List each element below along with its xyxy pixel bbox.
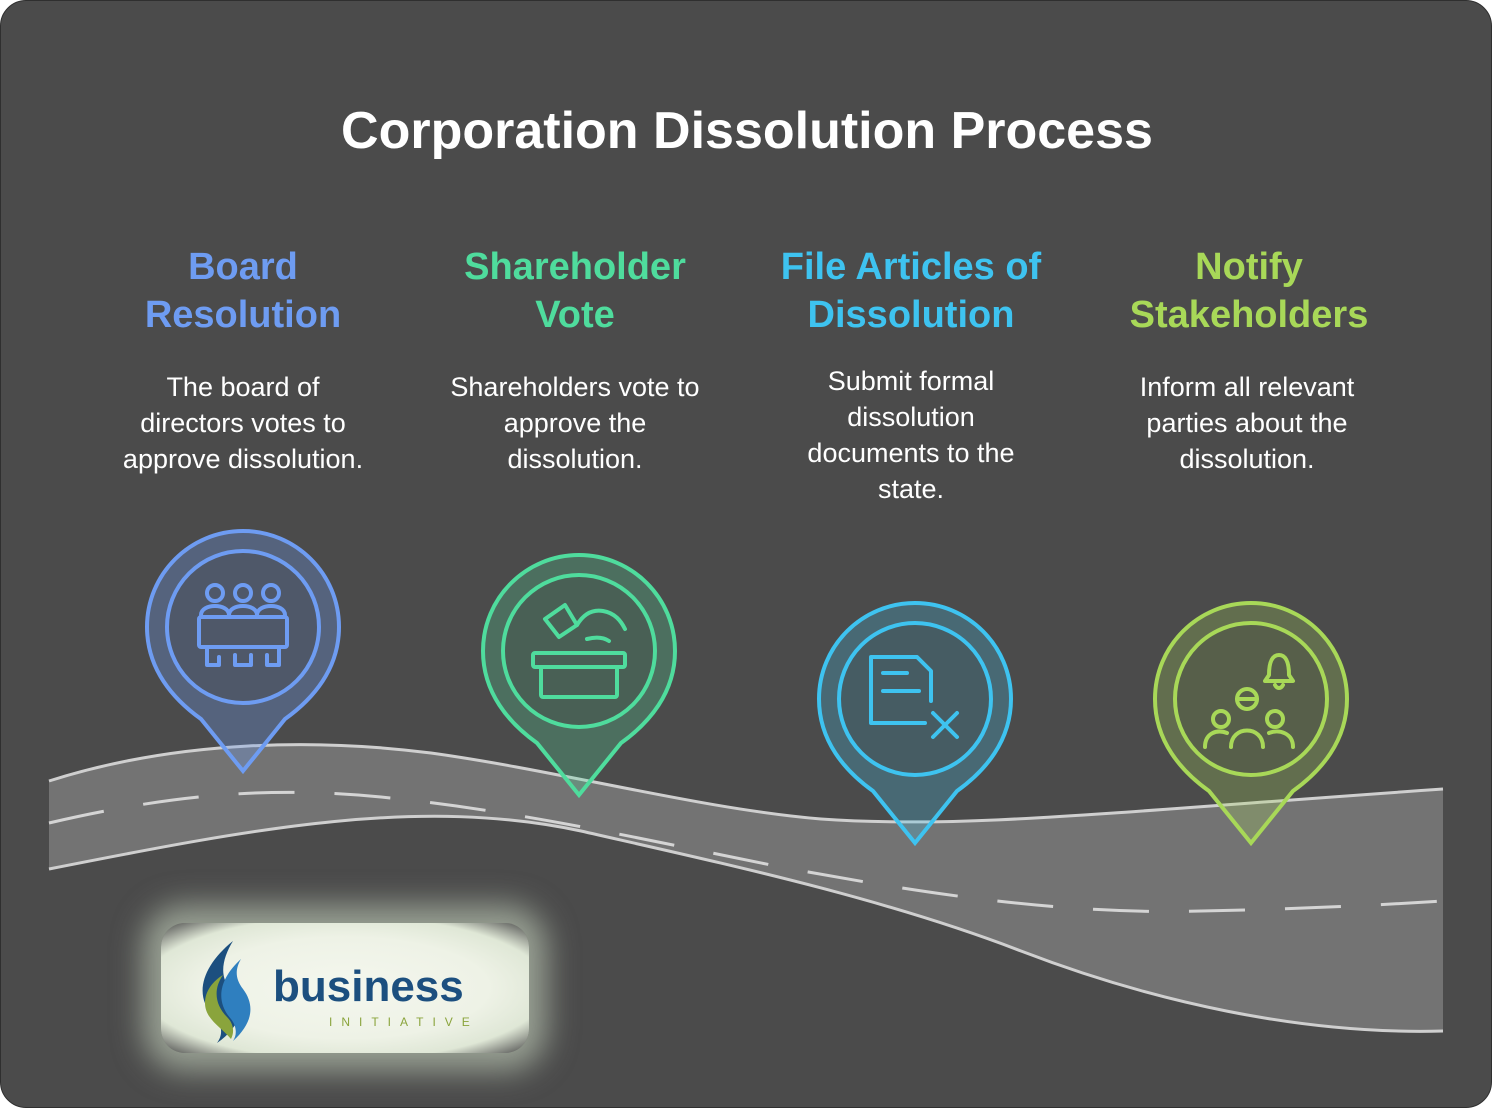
step-4-title: Notify Stakeholders xyxy=(1099,243,1399,339)
step-2-desc-line: dissolution. xyxy=(507,444,643,474)
step-2-desc-line: Shareholders vote to xyxy=(450,372,700,402)
step-3-marker xyxy=(816,601,1014,847)
step-2-description: Shareholders vote to approve the dissolu… xyxy=(425,369,725,477)
step-4-description: Inform all relevant parties about the di… xyxy=(1097,369,1397,477)
step-4-desc-line: dissolution. xyxy=(1179,444,1315,474)
logo-tagline: INITIATIVE xyxy=(329,1015,479,1029)
step-3-description: Submit formal dissolution documents to t… xyxy=(761,363,1061,507)
marker-ring xyxy=(837,621,993,777)
step-1-marker xyxy=(144,529,342,775)
step-1-description: The board of directors votes to approve … xyxy=(93,369,393,477)
step-2-title-line2: Vote xyxy=(535,294,615,336)
road-center-line xyxy=(48,790,1444,913)
board-meeting-icon xyxy=(197,583,289,667)
step-3-title: File Articles of Dissolution xyxy=(761,243,1061,339)
road-edge-bottom xyxy=(48,814,1444,1033)
step-4-desc-line: Inform all relevant xyxy=(1139,372,1355,402)
step-4-title-line1: Notify xyxy=(1195,246,1303,288)
step-1-title: Board Resolution xyxy=(93,243,393,339)
marker-ring xyxy=(165,549,321,705)
step-1-desc-line: approve dissolution. xyxy=(122,444,364,474)
step-2-title-line1: Shareholder xyxy=(464,246,686,288)
document-cancel-icon xyxy=(869,655,959,739)
step-3-desc-line: documents to the xyxy=(807,438,1015,468)
step-1-title-line1: Board xyxy=(188,246,298,288)
logo-wordmark: business xyxy=(273,962,464,1011)
step-4-title-line2: Stakeholders xyxy=(1129,294,1369,336)
step-1-desc-line: directors votes to xyxy=(140,408,346,438)
step-3-desc-line: dissolution xyxy=(847,402,975,432)
step-3-title-line1: File Articles of xyxy=(780,246,1042,288)
ballot-box-icon xyxy=(531,603,627,699)
marker-pin xyxy=(1152,601,1350,847)
marker-pin xyxy=(480,553,678,799)
marker-pin xyxy=(144,529,342,775)
logo-swirl-icon xyxy=(202,941,251,1043)
step-3-desc-line: state. xyxy=(877,474,945,504)
step-4-desc-line: parties about the xyxy=(1146,408,1348,438)
step-1-desc-line: The board of xyxy=(166,372,320,402)
business-initiative-logo: business INITIATIVE xyxy=(161,923,529,1053)
step-3-desc-line: Submit formal xyxy=(827,366,995,396)
step-4-marker xyxy=(1152,601,1350,847)
step-2-marker xyxy=(480,553,678,799)
step-1-title-line2: Resolution xyxy=(144,294,342,336)
step-2-title: Shareholder Vote xyxy=(425,243,725,339)
page-title: Corporation Dissolution Process xyxy=(341,102,1153,160)
step-3-title-line2: Dissolution xyxy=(807,294,1015,336)
people-bell-icon xyxy=(1203,653,1295,749)
step-2-desc-line: approve the xyxy=(503,408,647,438)
